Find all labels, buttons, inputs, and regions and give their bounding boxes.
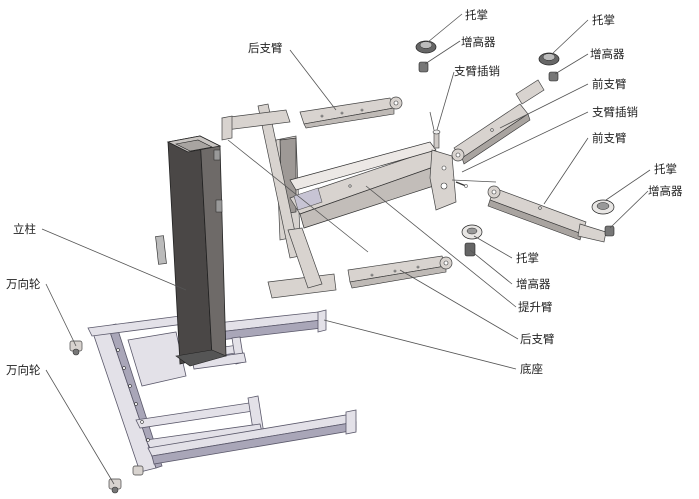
caster-wheel-upper — [69, 340, 83, 356]
label-riser-2: 增高器 — [590, 47, 625, 61]
label-arm-pin-2: 支臂插销 — [592, 105, 638, 119]
base-frame — [87, 309, 357, 473]
rear-arm-bottom — [347, 255, 453, 289]
label-riser-1: 增高器 — [461, 35, 496, 49]
riser-center — [464, 242, 476, 257]
arm-pin-top — [432, 129, 441, 149]
label-pad-1: 托掌 — [465, 8, 488, 22]
riser-top-right — [548, 71, 559, 82]
pad-top-left — [415, 40, 437, 54]
rear-arm-top — [299, 96, 403, 129]
arm-pin-side — [455, 181, 468, 188]
label-column: 立柱 — [13, 222, 36, 236]
column — [155, 135, 227, 367]
label-pad-4: 托掌 — [516, 251, 539, 265]
label-front-arm-2: 前支臂 — [592, 131, 627, 145]
label-base: 底座 — [520, 362, 543, 376]
pad-center — [461, 224, 483, 240]
label-rear-arm-top: 后支臂 — [248, 41, 283, 55]
riser-top-left — [418, 61, 429, 73]
front-arm-top — [451, 79, 545, 165]
pad-top-right — [538, 52, 560, 66]
pad-right — [591, 199, 615, 215]
label-front-arm-1: 前支臂 — [592, 77, 627, 91]
label-riser-4: 增高器 — [516, 277, 551, 291]
label-caster-1: 万向轮 — [6, 277, 41, 291]
label-pad-2: 托掌 — [592, 13, 615, 27]
label-rear-arm-bottom: 后支臂 — [520, 332, 555, 346]
label-riser-3: 增高器 — [648, 184, 683, 198]
label-lift-arm: 提升臂 — [518, 300, 553, 314]
label-arm-pin-1: 支臂插销 — [454, 64, 500, 78]
label-caster-2: 万向轮 — [6, 363, 41, 377]
caster-wheel-lower — [108, 465, 144, 494]
front-arm-bottom — [487, 185, 607, 243]
riser-right — [604, 225, 615, 237]
label-pad-3: 托掌 — [654, 162, 677, 176]
